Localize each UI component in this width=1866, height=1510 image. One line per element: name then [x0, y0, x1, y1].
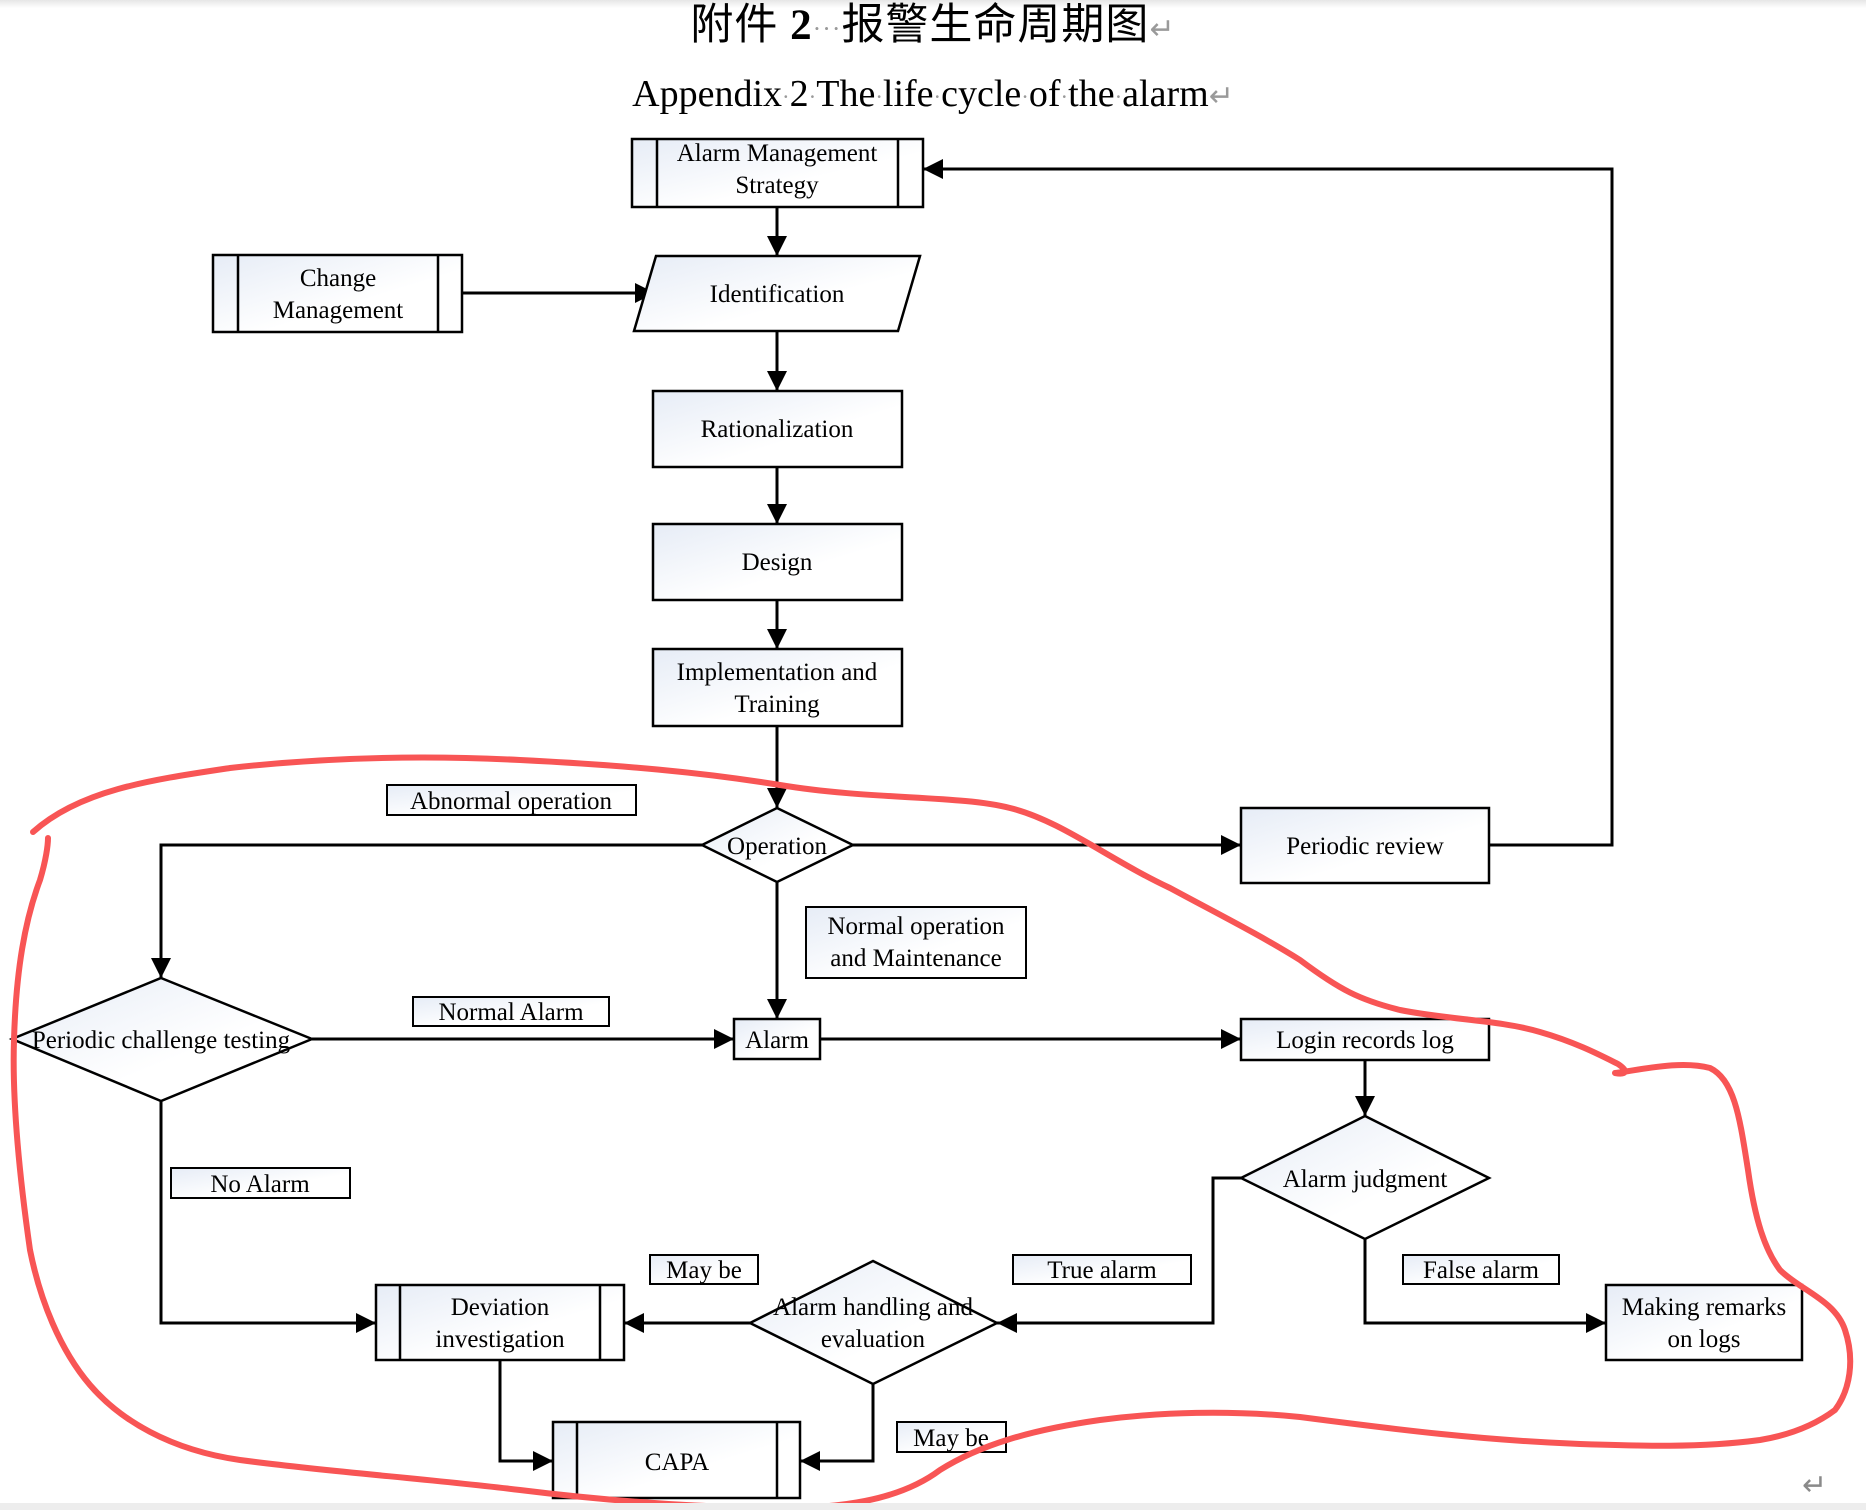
title-cn-text: 报警生命周期图	[841, 2, 1150, 49]
edge-label-text: Normal Alarm	[438, 999, 584, 1026]
title-en-word: the	[1068, 73, 1115, 115]
title-cn-prefix: 附件	[690, 2, 779, 49]
node-label: Design	[742, 549, 813, 576]
edge-label-abnormal-operation: Abnormal operation	[386, 784, 637, 816]
title-en-word: life	[882, 73, 934, 115]
edge-label-text: Abnormal operation	[410, 788, 613, 815]
title-en-word: Appendix	[632, 73, 783, 115]
node-design[interactable]: Design	[651, 522, 904, 602]
edge-judgment-to-handling	[997, 1176, 1241, 1333]
node-label: Periodic review	[1286, 833, 1444, 860]
edge-label-true-alarm: True alarm	[1012, 1254, 1192, 1285]
window-top-edge	[0, 0, 1866, 8]
edge-label-may-be-deviation: May be	[649, 1254, 759, 1285]
edge-handling-to-capa	[800, 1384, 875, 1471]
node-label: Periodic challenge testing	[32, 1027, 291, 1054]
node-capa[interactable]: CAPA	[551, 1420, 802, 1500]
node-implementation-training[interactable]: Implementation and Training	[651, 647, 904, 728]
edge-label-text: True alarm	[1047, 1257, 1157, 1284]
title-en-word: alarm	[1122, 73, 1209, 115]
title-english: Appendix·2·The·life·cycle·of·the·alarm↵	[0, 70, 1866, 121]
title-en-text: Appendix·2·The·life·cycle·of·the·alarm	[632, 73, 1209, 115]
node-label: Strategy	[735, 172, 819, 199]
paragraph-mark-icon: ↵	[1802, 1469, 1828, 1502]
edge-label-text: May be	[913, 1425, 989, 1452]
title-en-word: of	[1028, 73, 1061, 115]
space-mark: ·	[1060, 84, 1069, 110]
node-identification[interactable]: Identification	[632, 254, 922, 333]
edge-testing-to-deviation	[159, 1101, 376, 1333]
paragraph-mark-icon: ↵	[1149, 13, 1176, 46]
paragraph-mark-icon: ↵	[1208, 80, 1234, 113]
node-label: investigation	[435, 1326, 565, 1353]
node-label: CAPA	[645, 1449, 709, 1476]
node-label: evaluation	[821, 1326, 926, 1353]
node-alarm[interactable]: Alarm	[732, 1017, 822, 1061]
node-label: Change	[300, 265, 376, 292]
node-label: Training	[734, 691, 820, 718]
node-login-records-log[interactable]: Login records log	[1239, 1017, 1491, 1062]
node-label: Deviation	[451, 1294, 550, 1321]
space-mark: ·	[875, 84, 883, 110]
node-label: Alarm judgment	[1283, 1166, 1448, 1193]
node-label: Implementation and	[677, 659, 878, 686]
space-mark: ·	[782, 84, 790, 110]
edge-label-false-alarm: False alarm	[1402, 1254, 1560, 1285]
title-en-word: 2	[789, 73, 809, 115]
red-freehand-annotation	[10, 754, 1854, 1510]
title-cn-dots: ···	[812, 14, 842, 44]
node-alarm-handling-evaluation[interactable]: Alarm handling and evaluation	[747, 1259, 1000, 1386]
node-label: Alarm handling and	[773, 1294, 973, 1321]
node-label: Identification	[710, 281, 845, 308]
space-mark: ·	[1114, 84, 1123, 110]
edge-label-normal-alarm: Normal Alarm	[412, 996, 610, 1027]
title-en-word: The	[816, 73, 876, 115]
node-alarm-judgment[interactable]: Alarm judgment	[1238, 1114, 1492, 1241]
node-deviation-investigation[interactable]: Deviation investigation	[374, 1283, 626, 1362]
edge-label-text: Normal operation	[827, 913, 1005, 940]
node-label: Making remarks	[1622, 1294, 1787, 1321]
node-label: Alarm	[745, 1027, 809, 1054]
node-change-management[interactable]: Change Management	[211, 253, 464, 334]
node-label: Rationalization	[701, 416, 854, 443]
node-periodic-challenge-testing[interactable]: Periodic challenge testing	[8, 976, 316, 1103]
edge-label-text: False alarm	[1423, 1257, 1539, 1284]
node-label: on logs	[1668, 1326, 1741, 1353]
edge-review-to-strategy	[923, 159, 1614, 847]
edge-label-text: and Maintenance	[830, 945, 1001, 972]
node-alarm-management-strategy[interactable]: Alarm Management Strategy	[630, 137, 925, 209]
space-mark: ·	[933, 84, 942, 110]
edge-operation-to-testing	[151, 843, 702, 978]
edge-label-text: May be	[666, 1257, 742, 1284]
edge-label-text: No Alarm	[210, 1171, 310, 1198]
space-mark: ·	[1021, 84, 1029, 110]
title-cn-number: 2	[790, 2, 813, 49]
node-label: Login records log	[1276, 1027, 1454, 1054]
node-label: Management	[273, 297, 404, 324]
edge-label-normal-operation: Normal operation and Maintenance	[805, 906, 1027, 979]
node-label: Alarm Management	[677, 140, 878, 167]
edge-label-no-alarm: No Alarm	[170, 1167, 351, 1199]
title-en-word: cycle	[941, 73, 1022, 115]
space-mark: ·	[808, 84, 817, 110]
node-making-remarks-on-logs[interactable]: Making remarks on logs	[1604, 1283, 1804, 1362]
window-bottom-edge	[0, 1503, 1866, 1510]
edge-judgment-to-remarks	[1363, 1239, 1606, 1333]
node-rationalization[interactable]: Rationalization	[651, 389, 904, 469]
edge-deviation-to-capa	[498, 1360, 553, 1471]
node-label: Operation	[727, 833, 827, 860]
node-operation[interactable]: Operation	[699, 806, 856, 884]
title-chinese: 附件 2···报警生命周期图↵	[0, 0, 1866, 56]
node-periodic-review[interactable]: Periodic review	[1239, 806, 1491, 885]
